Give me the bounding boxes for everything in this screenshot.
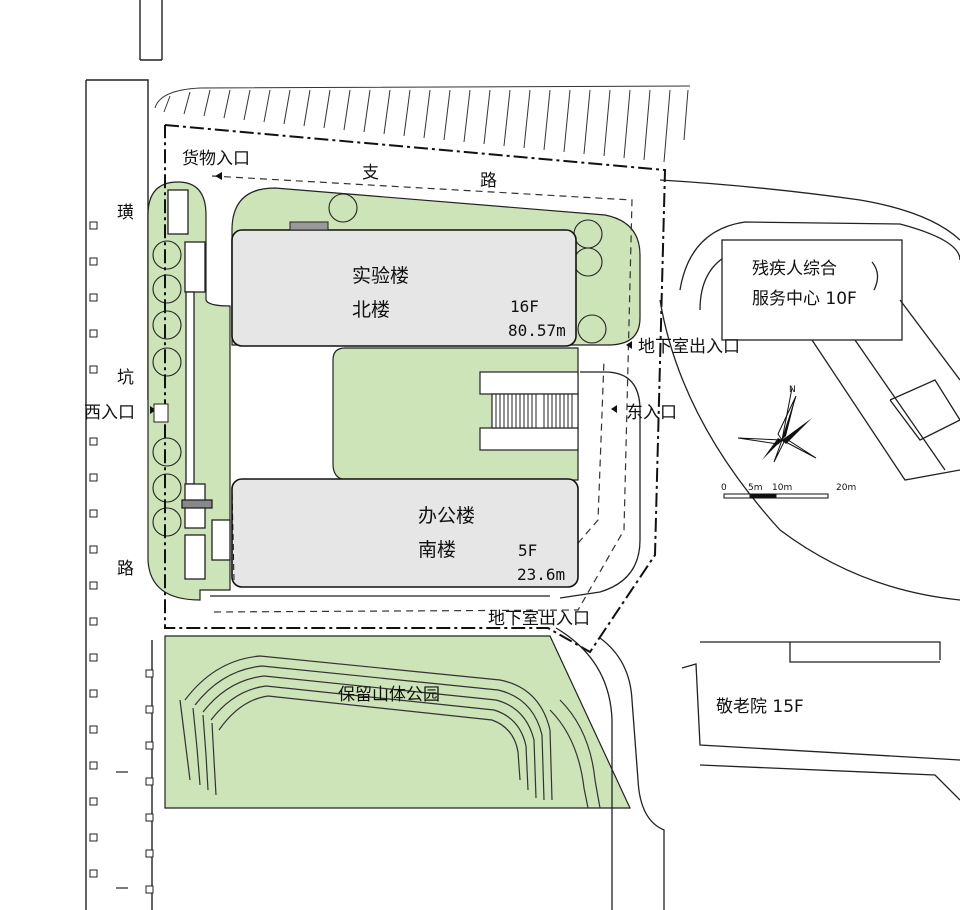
- basement-ramp: [479, 371, 579, 451]
- disabled-center: [659, 179, 960, 601]
- park-contours: [179, 655, 601, 809]
- south-building: [231, 478, 579, 588]
- basement-exit-upper-label: 地下室出入口: [638, 337, 740, 357]
- east-entrance-label: 东入口: [626, 403, 677, 423]
- west-road-label-1: 璜: [117, 203, 134, 223]
- west-entrance-label: 西入口: [84, 403, 135, 423]
- north-arrow-icon: [737, 387, 817, 463]
- disabled-center-label-1: 残疾人综合: [752, 259, 837, 279]
- nursing-home-label: 敬老院 15F: [716, 697, 804, 717]
- scale-tick-1: 5m: [748, 483, 763, 493]
- west-road-label-2: 坑: [117, 368, 134, 388]
- cargo-entrance-label: 货物入口: [182, 149, 250, 169]
- south-building-outline: [231, 487, 235, 581]
- basement-exit-lower-label: 地下室出入口: [488, 609, 590, 629]
- west-corridor: [167, 189, 231, 580]
- scale-tick-2: 10m: [772, 483, 792, 493]
- south-building-height: 23.6m: [517, 565, 565, 584]
- scale-tick-0: 0: [721, 483, 727, 493]
- branch-road-label-1: 支: [362, 163, 379, 183]
- scale-bar: [723, 493, 829, 499]
- fire-lane: [209, 175, 633, 613]
- north-building: [231, 221, 577, 347]
- south-building-floors: 5F: [518, 541, 537, 560]
- park-label: 保留山体公园: [338, 685, 440, 705]
- road-markers: [89, 221, 154, 894]
- west-road-label-3: 路: [117, 559, 134, 579]
- north-building-height: 80.57m: [508, 321, 566, 340]
- scale-tick-3: 20m: [836, 483, 856, 493]
- nursing-home: [555, 627, 960, 910]
- north-arrow-label: N: [789, 385, 796, 395]
- north-building-floors: 16F: [510, 297, 539, 316]
- entrance-markers: [150, 172, 632, 423]
- site-boundary: [164, 124, 667, 654]
- north-slope-hatch: [154, 85, 691, 163]
- disabled-center-label-2: 服务中心 10F: [752, 289, 857, 309]
- branch-road-label-2: 路: [480, 171, 497, 191]
- south-building-sub: 南楼: [418, 539, 456, 561]
- driveways: [210, 371, 641, 599]
- north-building-sub: 北楼: [352, 299, 390, 321]
- north-building-name: 实验楼: [352, 265, 409, 287]
- south-building-name: 办公楼: [418, 505, 475, 527]
